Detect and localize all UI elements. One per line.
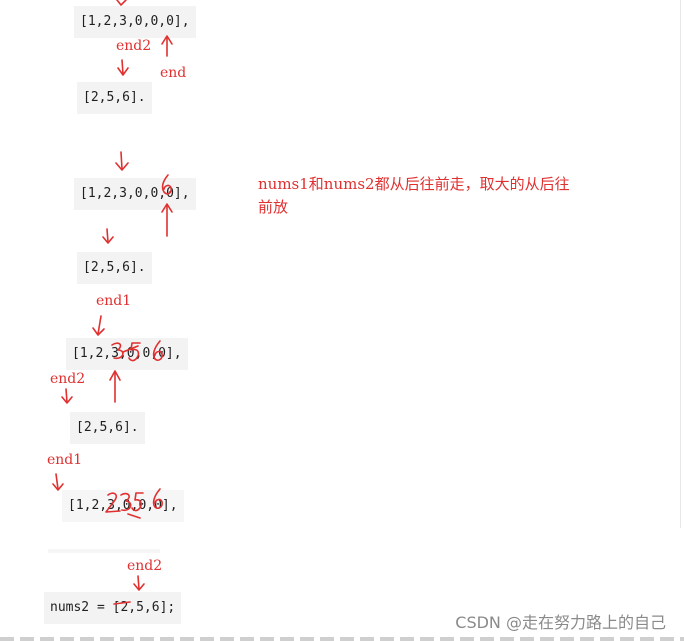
down-arrow-end2-step1 [117, 59, 129, 76]
bottom-dashed-edge [0, 637, 684, 641]
overwrite-356-step3 [111, 340, 163, 362]
nums1-array-step3: [1,2,3,0,0,0], [66, 338, 188, 370]
nums1-array-step2: [1,2,3,0,0,0], [74, 178, 196, 210]
strike-mark-final [113, 601, 131, 605]
page-edge-line [680, 0, 681, 528]
nums2-code-line: nums2 = [2,5,6]; [44, 592, 182, 624]
overwrite-2356-step4 [105, 488, 163, 519]
up-arrow-end-step1 [161, 35, 173, 57]
end2-label-final: end2 [127, 558, 163, 574]
down-arrow-end1-step3 [92, 315, 105, 336]
down-arrow-top [116, 0, 127, 6]
nums2-array-step1: [2,5,6]. [77, 82, 152, 114]
down-arrow-end2-final [133, 575, 145, 591]
blank-code-strip [48, 549, 160, 553]
end-label-step1: end [160, 65, 187, 81]
nums2-array-step2: [2,5,6]. [77, 252, 152, 284]
nums1-array-step4: [1,2,3,0,0,0], [62, 490, 184, 522]
down-arrow-step2-nums1 [115, 151, 129, 171]
explanation-note: nums1和nums2都从后往前走，取大的从后往前放 [258, 175, 570, 216]
digit-six-overwrite-step2 [161, 174, 172, 195]
end2-label-step1: end2 [116, 38, 152, 54]
up-arrow-step2 [161, 203, 173, 237]
end1-label-step4: end1 [47, 452, 83, 468]
down-arrow-end1-step4 [52, 473, 64, 491]
nums2-array-step3: [2,5,6]. [70, 412, 145, 444]
end2-label-step3: end2 [50, 371, 86, 387]
csdn-watermark: CSDN @走在努力路上的自己 [455, 613, 666, 632]
nums1-array-step1: [1,2,3,0,0,0], [74, 6, 196, 38]
down-arrow-end2-step3 [61, 388, 73, 404]
up-arrow-step3 [109, 370, 121, 403]
end1-label-step3: end1 [96, 293, 132, 309]
down-arrow-step2-nums2 [102, 228, 114, 244]
